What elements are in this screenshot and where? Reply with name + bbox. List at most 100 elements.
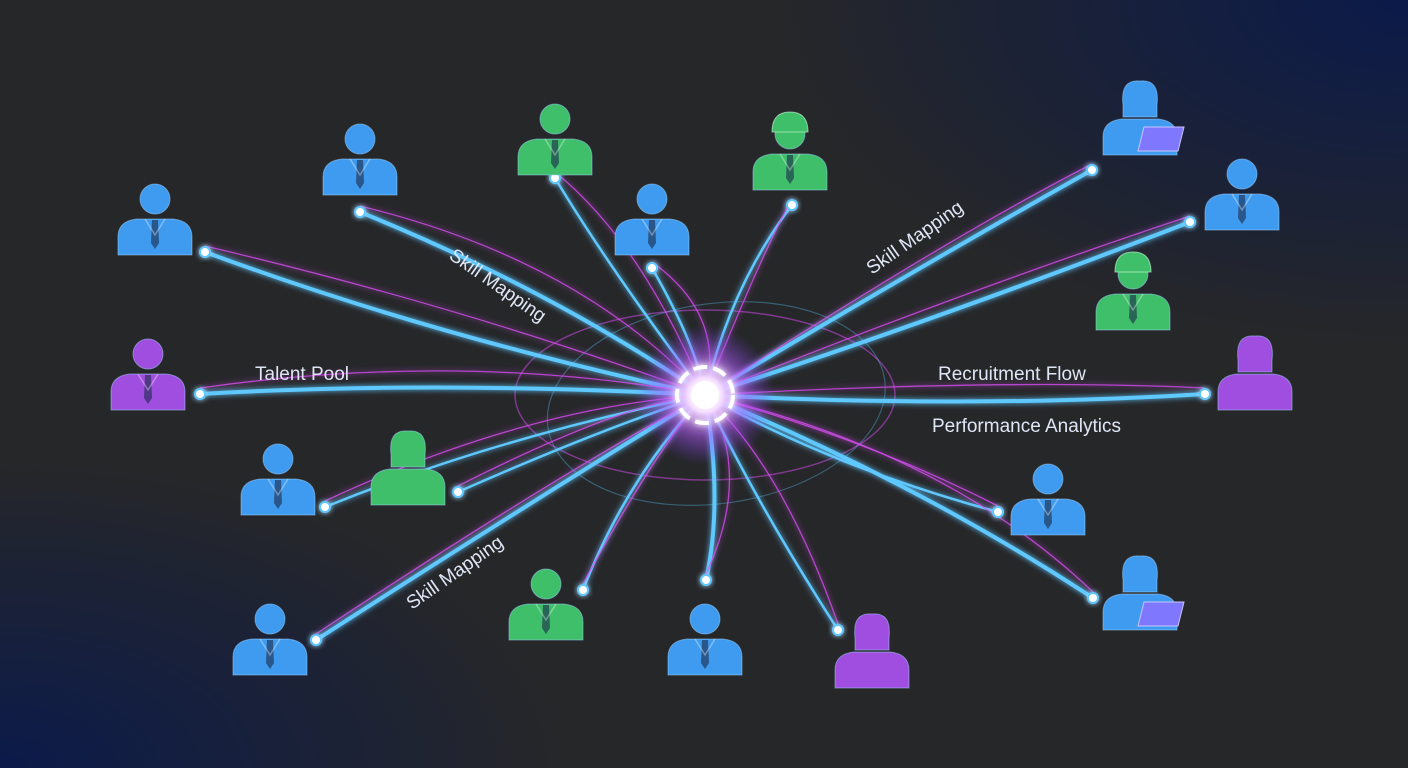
person-icon [834, 613, 910, 689]
connection-line [198, 385, 707, 397]
collar [349, 158, 371, 177]
person-icon [1095, 251, 1171, 331]
collar [144, 218, 166, 237]
person-head [254, 603, 286, 635]
person-head [1226, 158, 1258, 190]
connection-node [199, 246, 211, 258]
connection-node [1087, 592, 1099, 604]
person-icon [614, 183, 690, 256]
collar [694, 638, 716, 657]
collar [535, 603, 557, 622]
person-icon [110, 338, 186, 411]
collar [641, 218, 663, 237]
collar [259, 638, 281, 657]
connection-node [1184, 216, 1196, 228]
person-head [1032, 463, 1064, 495]
person-head [262, 443, 294, 475]
person-icon [1102, 555, 1185, 631]
laptop-icon [1137, 601, 1185, 627]
person-head [530, 568, 562, 600]
label-recruitment-flow: Recruitment Flow [938, 364, 1086, 385]
person-icon [1102, 80, 1185, 156]
person-icon [517, 103, 593, 176]
person-head [636, 183, 668, 215]
orbit-rings [514, 301, 896, 506]
connection-node [452, 486, 464, 498]
connection-line-accent [704, 163, 1093, 396]
tie-icon [1238, 195, 1246, 224]
connection-node [310, 634, 322, 646]
tie-icon [151, 220, 159, 249]
person-body [370, 468, 446, 506]
hair [390, 430, 426, 468]
person-head [344, 123, 376, 155]
person-icon [240, 443, 316, 516]
orbit-ring [546, 301, 886, 506]
connection-node [1199, 388, 1211, 400]
tie-icon [144, 375, 152, 404]
laptop-icon [1137, 126, 1185, 152]
tie-icon [701, 640, 709, 669]
connection-line-accent [704, 383, 1206, 396]
person-head [689, 603, 721, 635]
hub [635, 325, 775, 465]
collar [1037, 498, 1059, 517]
collar [544, 138, 566, 157]
hair [1122, 555, 1158, 593]
person-icon [1217, 335, 1293, 411]
connection-node [354, 206, 366, 218]
tie-icon [542, 605, 550, 634]
tie-icon [786, 155, 794, 184]
hub-core [691, 381, 719, 409]
label-performance-analytics: Performance Analytics [932, 416, 1121, 437]
connection-node [319, 501, 331, 513]
person-body [1217, 373, 1293, 411]
collar [267, 478, 289, 497]
tie-icon [266, 640, 274, 669]
hair [1237, 335, 1273, 373]
tie-icon [274, 480, 282, 509]
connection-line [203, 250, 707, 397]
person-icon [667, 603, 743, 676]
connection-node [992, 506, 1004, 518]
people [110, 80, 1293, 689]
connection-line-accent [704, 215, 1191, 396]
orbit-ring [514, 309, 896, 481]
connection-node [194, 388, 206, 400]
person-icon [370, 430, 446, 506]
person-head [139, 183, 171, 215]
tie-icon [1129, 295, 1137, 324]
hair [1122, 80, 1158, 118]
hardhat-icon [1114, 251, 1152, 273]
hardhat-icon [771, 111, 809, 133]
label-talent-pool: Talent Pool [255, 364, 349, 385]
collar [1122, 293, 1144, 312]
person-icon [232, 603, 308, 676]
person-icon [508, 568, 584, 641]
person-head [132, 338, 164, 370]
person-body [834, 651, 910, 689]
collar [137, 373, 159, 392]
collar [779, 153, 801, 172]
tie-icon [356, 160, 364, 189]
person-icon [1010, 463, 1086, 536]
person-icon [322, 123, 398, 196]
person-icon [1204, 158, 1280, 231]
hub-ring [675, 365, 735, 425]
collar [1231, 193, 1253, 212]
connection-node [832, 624, 844, 636]
person-icon [752, 111, 828, 191]
hair [854, 613, 890, 651]
connection-nodes [194, 164, 1211, 646]
person-head [539, 103, 571, 135]
tie-icon [551, 140, 559, 169]
person-icon [117, 183, 193, 256]
connection-node [577, 584, 589, 596]
connection-line [703, 392, 1207, 404]
connection-node [786, 199, 798, 211]
connection-node [646, 262, 658, 274]
tie-icon [648, 220, 656, 249]
connection-line-accent [204, 245, 706, 396]
connection-node [1086, 164, 1098, 176]
